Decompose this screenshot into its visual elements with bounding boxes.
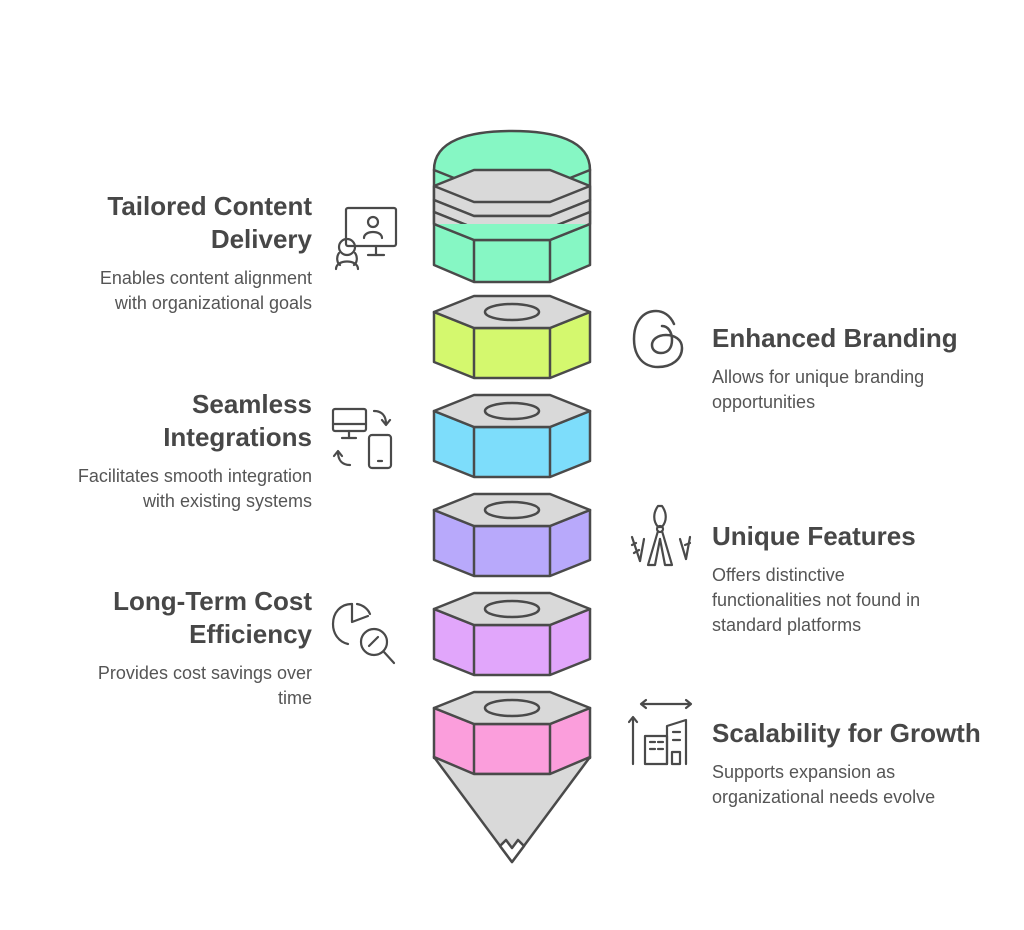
- nut-long-term-cost: [432, 591, 592, 677]
- item-title: Enhanced Branding: [712, 322, 1012, 355]
- device-sync-icon: [330, 405, 396, 471]
- title-line: Enhanced Branding: [712, 323, 958, 353]
- item-tailored-content: Tailored Content Delivery Enables conten…: [12, 190, 312, 316]
- item-long-term-cost: Long-Term Cost Efficiency Provides cost …: [12, 585, 312, 711]
- desc-line: Enables content alignment: [99, 268, 312, 288]
- desc-line: time: [277, 688, 312, 708]
- nut-hole: [483, 500, 541, 520]
- item-title: Tailored Content Delivery: [12, 190, 312, 256]
- nut-enhanced-branding: [432, 294, 592, 380]
- title-line: Long-Term Cost: [113, 586, 312, 616]
- chart-magnifier-icon: [330, 600, 398, 668]
- item-title: Long-Term Cost Efficiency: [12, 585, 312, 651]
- item-description: Supports expansion as organizational nee…: [712, 760, 1012, 810]
- item-description: Enables content alignment with organizat…: [12, 266, 312, 316]
- desc-line: standard platforms: [712, 615, 862, 635]
- title-line: Integrations: [163, 422, 312, 452]
- item-description: Provides cost savings over time: [12, 661, 312, 711]
- item-description: Offers distinctive functionalities not f…: [712, 563, 1012, 638]
- desc-line: functionalities not found in: [712, 590, 921, 610]
- title-line: Efficiency: [189, 619, 312, 649]
- title-line: Unique Features: [712, 521, 916, 551]
- item-scalability: Scalability for Growth Supports expansio…: [712, 717, 1012, 810]
- item-unique-features: Unique Features Offers distinctive funct…: [712, 520, 1012, 638]
- nut-hole: [483, 401, 541, 421]
- presenter-screen-icon: [330, 205, 400, 275]
- threads-logo-icon: [630, 308, 690, 370]
- nut-seamless-integrations: [432, 393, 592, 479]
- nut-unique-features: [432, 492, 592, 578]
- pencil-tip: [432, 755, 592, 864]
- desc-line: Offers distinctive: [712, 565, 845, 585]
- desc-line: with existing systems: [142, 491, 312, 511]
- item-title: Seamless Integrations: [12, 388, 312, 454]
- nut-hole: [483, 599, 541, 619]
- desc-line: with organizational goals: [114, 293, 312, 313]
- item-seamless-integrations: Seamless Integrations Facilitates smooth…: [12, 388, 312, 514]
- pruning-shears-icon: [628, 503, 694, 569]
- nut-hole: [483, 302, 541, 322]
- item-description: Facilitates smooth integration with exis…: [12, 464, 312, 514]
- pencil-lead: [498, 838, 526, 864]
- desc-line: organizational needs evolve: [712, 787, 936, 807]
- nut-scalability: [432, 690, 592, 776]
- title-line: Delivery: [210, 224, 312, 254]
- item-title: Unique Features: [712, 520, 1012, 553]
- title-line: Seamless: [192, 389, 312, 419]
- nut-hole: [483, 698, 541, 718]
- item-title: Scalability for Growth: [712, 717, 1012, 750]
- title-line: Tailored Content: [107, 191, 312, 221]
- scaling-building-icon: [628, 698, 696, 768]
- desc-line: Facilitates smooth integration: [77, 466, 312, 486]
- title-line: Scalability for Growth: [712, 718, 981, 748]
- item-enhanced-branding: Enhanced Branding Allows for unique bran…: [712, 322, 1012, 415]
- item-description: Allows for unique branding opportunities: [712, 365, 1012, 415]
- desc-line: opportunities: [712, 392, 816, 412]
- desc-line: Allows for unique branding: [712, 367, 925, 387]
- desc-line: Provides cost savings over: [97, 663, 312, 683]
- desc-line: Supports expansion as: [712, 762, 896, 782]
